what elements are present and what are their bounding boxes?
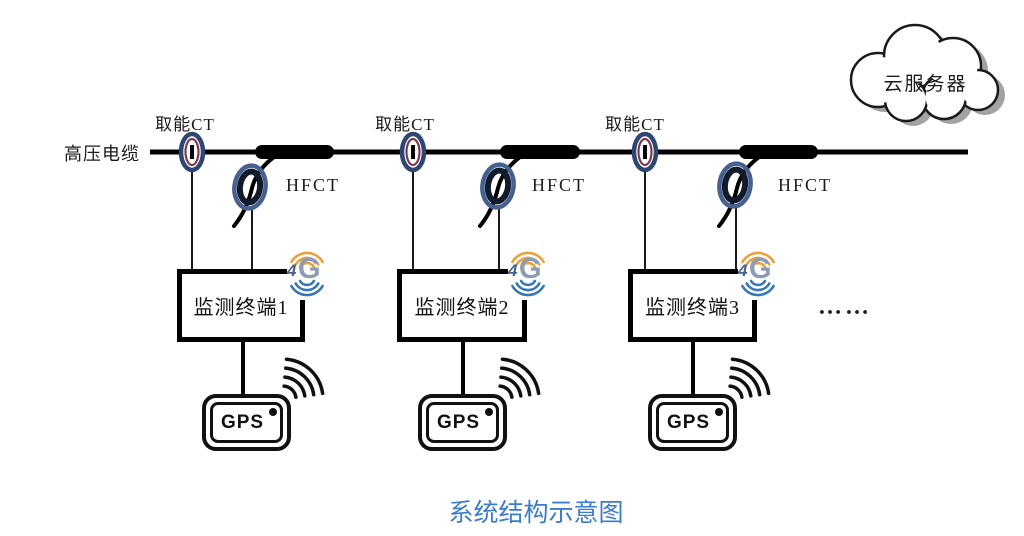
ct-label-1: 取能CT <box>155 115 215 134</box>
cloud-server-label: 云服务器 <box>883 74 968 95</box>
hfct-tail-curves <box>232 155 761 228</box>
gps-antenna-dot <box>485 408 493 416</box>
gps-device-3: GPS <box>648 394 737 451</box>
terminal-gps-lines <box>241 340 695 396</box>
gps-device-2: GPS <box>418 394 507 451</box>
hfct-label-3: HFCT <box>778 175 833 195</box>
terminal-label-3: 监测终端3 <box>645 297 740 319</box>
hv-cable-label: 高压电缆 <box>64 144 140 164</box>
sensor-drop-lines <box>191 170 737 272</box>
gps-device-1: GPS <box>202 394 291 451</box>
gps-label: GPS <box>666 411 711 433</box>
terminal-label-1: 监测终端1 <box>193 297 289 319</box>
hfct-label-2: HFCT <box>532 175 587 195</box>
4g-text-4: 4 <box>508 261 518 280</box>
ct-label-3: 取能CT <box>605 115 665 134</box>
terminal-box-3: 监测终端3 <box>628 269 757 342</box>
4g-text-4: 4 <box>287 261 297 280</box>
hfct-rings <box>232 161 753 211</box>
more-units-ellipsis: …… <box>818 294 872 320</box>
4g-text-g: G <box>519 253 542 285</box>
gps-screen: GPS <box>210 402 283 443</box>
4g-icon: 4 G <box>738 246 778 300</box>
gps-screen: GPS <box>656 402 729 443</box>
4g-signal-arcs <box>290 251 324 297</box>
ct-rings <box>178 131 659 173</box>
terminal-box-2: 监测终端2 <box>397 269 527 342</box>
ct-label-2: 取能CT <box>375 115 435 134</box>
gps-antenna-dot <box>269 408 277 416</box>
4g-icon: 4 G <box>508 246 548 300</box>
gps-antenna-dot <box>715 408 723 416</box>
gps-label: GPS <box>220 411 265 433</box>
4g-signal-arcs <box>511 251 545 297</box>
4g-text-g: G <box>749 253 772 285</box>
terminal-box-1: 监测终端1 <box>177 269 305 342</box>
cloud-fill <box>854 28 995 118</box>
gps-screen: GPS <box>426 402 499 443</box>
terminal-label-2: 监测终端2 <box>414 297 510 319</box>
hfct-label-1: HFCT <box>286 175 341 195</box>
gps-wireless-arcs <box>282 357 771 399</box>
4g-text-g: G <box>298 253 321 285</box>
4g-signal-arcs <box>741 251 775 297</box>
diagram-caption: 系统结构示意图 <box>448 499 624 527</box>
4g-text-4: 4 <box>738 261 748 280</box>
gps-label: GPS <box>436 411 481 433</box>
4g-icon: 4 G <box>287 246 327 300</box>
